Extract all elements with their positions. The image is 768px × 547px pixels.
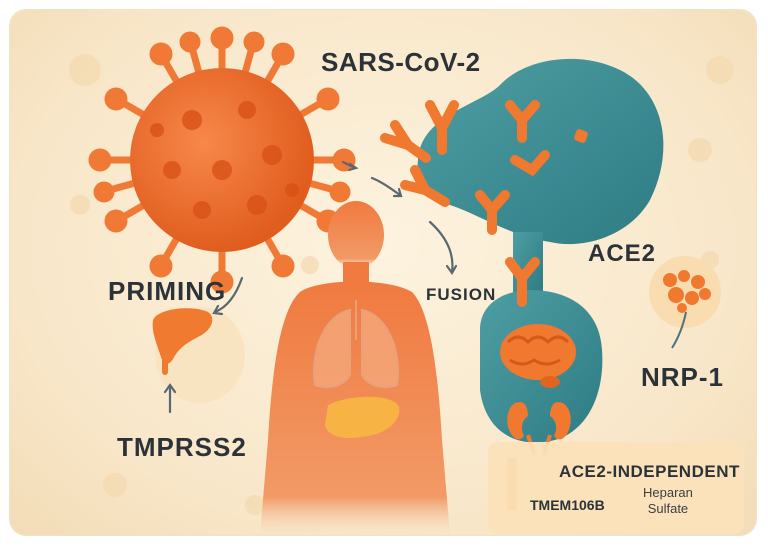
nrp1-label: NRP-1	[641, 362, 725, 392]
diagram-canvas: SARS-CoV-2 PRIMING FUSION ACE2 NRP-1 TMP…	[10, 10, 756, 535]
lungs-icon	[313, 300, 399, 388]
tmem106b-label: TMEM106B	[530, 497, 605, 513]
liver-icon	[325, 396, 400, 438]
priming-label: PRIMING	[108, 276, 227, 306]
nrp1-cluster-icon	[663, 270, 711, 349]
brain-icon	[500, 324, 576, 388]
human-body-icon	[260, 201, 450, 535]
virus-icon	[88, 26, 356, 294]
ace2-independent-panel	[488, 442, 744, 534]
illustration	[69, 26, 734, 535]
priming-liver-icon	[152, 308, 213, 375]
heparan-sulfate-label: Heparan Sulfate	[643, 485, 693, 517]
heparan-line2: Sulfate	[647, 501, 689, 516]
heparan-line1: Heparan	[643, 485, 693, 500]
tmprss2-label: TMPRSS2	[117, 432, 247, 462]
fusion-label: FUSION	[426, 285, 497, 304]
virus-label: SARS-CoV-2	[321, 47, 481, 77]
arrows	[163, 160, 458, 414]
ace2-independent-label: ACE2-INDEPENDENT	[559, 462, 740, 481]
ace2-label: ACE2	[588, 240, 657, 267]
